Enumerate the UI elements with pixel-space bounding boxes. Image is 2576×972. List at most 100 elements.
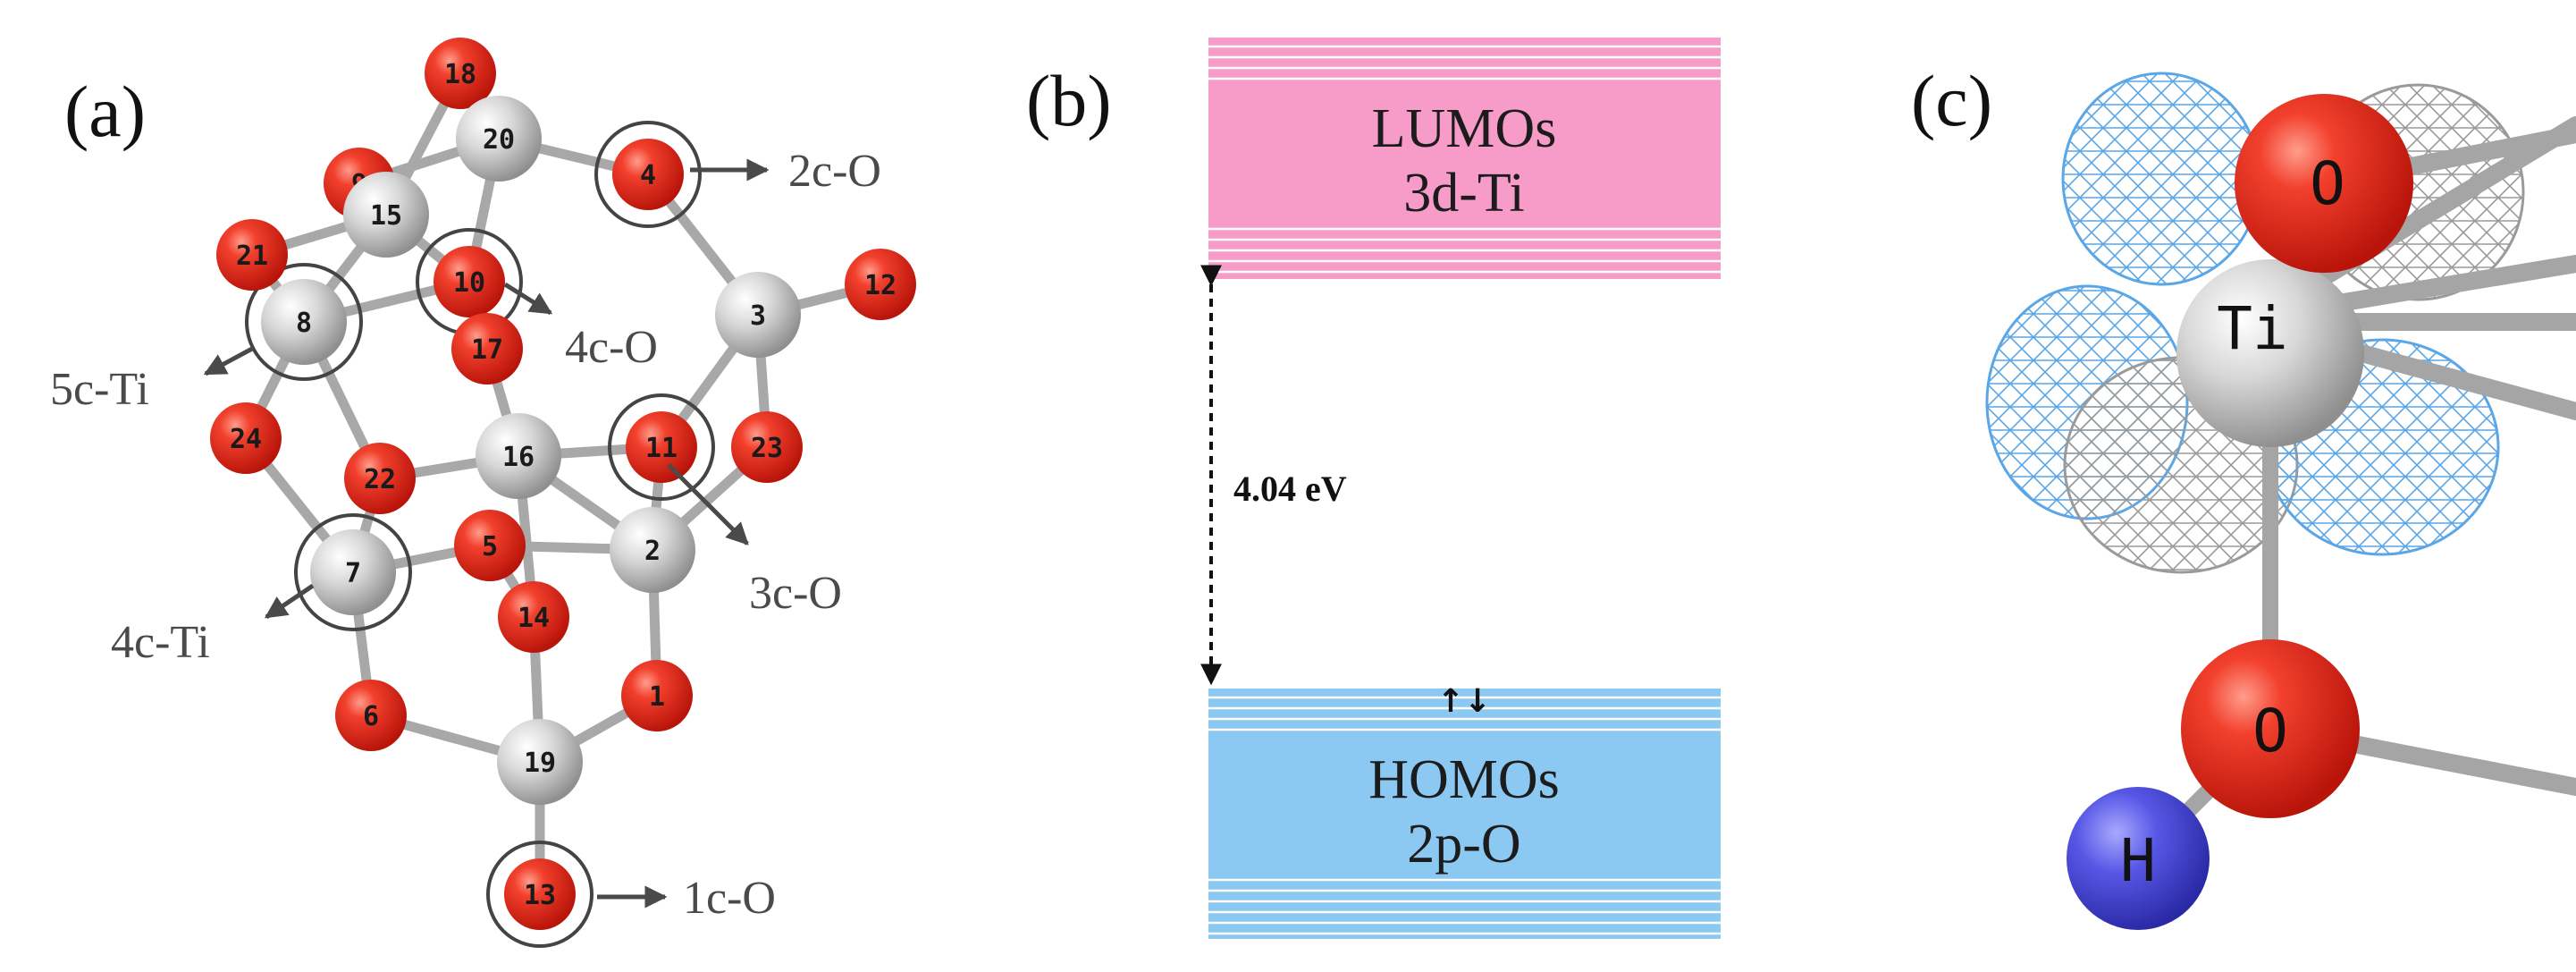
highlight-ring-8 — [245, 263, 363, 381]
ti-atom-sphere-7 — [310, 529, 396, 615]
atom-18: 18 — [425, 38, 496, 109]
arrow-5c-ti — [203, 346, 254, 376]
callout-5c-ti: 5c-Ti — [50, 364, 149, 415]
atom-number-17: 17 — [471, 334, 503, 366]
atom-number-2: 2 — [644, 536, 661, 567]
highlight-ring-13 — [486, 841, 593, 948]
atom-number-22: 22 — [364, 464, 396, 495]
atom-number-13: 13 — [524, 880, 556, 911]
atom-number-20: 20 — [483, 124, 515, 156]
o-atom-sphere-10 — [434, 246, 505, 317]
atom-number-14: 14 — [518, 603, 550, 634]
o-bottom-atom-sphere — [2181, 639, 2360, 818]
o-atom-sphere-21 — [216, 219, 288, 291]
highlight-ring-7 — [294, 513, 412, 631]
highlight-ring-4 — [594, 121, 702, 228]
atom-10: 10 — [434, 246, 505, 317]
homo-title: HOMOs — [1368, 749, 1560, 810]
cluster-atoms: 123456789101112131415161718192021222324 — [210, 38, 916, 930]
o-top-atom-sphere — [2235, 94, 2413, 273]
o-atom-sphere-12 — [845, 249, 916, 320]
atom-16: 16 — [476, 413, 561, 499]
highlight-ring-11 — [608, 393, 715, 501]
atom-20: 20 — [456, 96, 542, 182]
gap-label: 4.04 eV — [1233, 469, 1347, 509]
highlight-rings — [245, 121, 715, 948]
atom-number-11: 11 — [645, 433, 678, 464]
atom-number-23: 23 — [751, 433, 783, 464]
spin-pair-arrows: ↑↓ — [1437, 683, 1491, 720]
atom-number-19: 19 — [524, 748, 556, 779]
h-atom-sphere — [2067, 787, 2210, 930]
atom-number-16: 16 — [502, 442, 535, 473]
atom-number-5: 5 — [482, 531, 498, 562]
atom-24: 24 — [210, 402, 282, 474]
atom-number-18: 18 — [444, 59, 476, 90]
atom-23: 23 — [731, 411, 803, 483]
arrow-4c-o — [503, 282, 553, 316]
homo-subtitle: 2p-O — [1407, 814, 1520, 875]
o-atom-sphere-4 — [612, 139, 684, 210]
atom-number-24: 24 — [230, 424, 262, 455]
o-atom-sphere-18 — [425, 38, 496, 109]
callout-2c-o: 2c-O — [788, 146, 881, 197]
atom-4: 4 — [612, 139, 684, 210]
o-bottom-atom-label: O — [2252, 697, 2288, 765]
lumo-subtitle: 3d-Ti — [1403, 163, 1525, 224]
ti-atom-label: Ti — [2217, 294, 2287, 363]
atom-21: 21 — [216, 219, 288, 291]
callout-1c-o: 1c-O — [683, 873, 776, 924]
atom-14: 14 — [498, 581, 569, 653]
lumo-level-lines — [1208, 45, 1721, 274]
atom-8: 8 — [261, 279, 347, 365]
homo-level-lines — [1208, 696, 1721, 935]
ti-atom-sphere-15 — [343, 172, 429, 258]
atom-6: 6 — [335, 680, 407, 751]
o-top-atom-label: O — [2310, 149, 2345, 218]
ti-atom-sphere — [2176, 259, 2364, 447]
atom-number-8: 8 — [296, 308, 312, 339]
atom-11: 11 — [626, 411, 697, 483]
atom-15: 15 — [343, 172, 429, 258]
callout-4c-ti: 4c-Ti — [111, 617, 210, 668]
atom-number-15: 15 — [370, 200, 402, 232]
atom-number-3: 3 — [750, 300, 766, 332]
atom-3: 3 — [715, 272, 801, 358]
panel-c-label: (c) — [1911, 60, 1992, 141]
ti-atom-sphere-2 — [610, 507, 695, 593]
atom-22: 22 — [344, 443, 416, 514]
orbital-lobe-top-left — [2061, 72, 2261, 286]
o-atom-sphere-14 — [498, 581, 569, 653]
ti-atom-sphere-3 — [715, 272, 801, 358]
ti-atom-sphere-20 — [456, 96, 542, 182]
atom-19: 19 — [497, 719, 583, 805]
atom-7: 7 — [310, 529, 396, 615]
o-atom-sphere-11 — [626, 411, 697, 483]
atom-number-6: 6 — [363, 701, 379, 732]
callout-4c-o: 4c-O — [565, 322, 658, 373]
o-atom-sphere-6 — [335, 680, 407, 751]
o-atom-sphere-1 — [621, 660, 693, 731]
atom-number-1: 1 — [649, 681, 665, 713]
panel-a-label: (a) — [64, 71, 146, 152]
arrow-4c-ti — [264, 583, 315, 620]
o-atom-sphere-17 — [451, 313, 523, 385]
atom-1: 1 — [621, 660, 693, 731]
o-atom-sphere-13 — [504, 858, 576, 930]
atom-number-10: 10 — [453, 267, 485, 299]
o-atom-sphere-24 — [210, 402, 282, 474]
atom-2: 2 — [610, 507, 695, 593]
atom-13: 13 — [504, 858, 576, 930]
lumo-title: LUMOs — [1372, 98, 1557, 159]
atom-number-7: 7 — [345, 558, 361, 589]
panel-b-label: (b) — [1026, 60, 1112, 141]
callout-3c-o: 3c-O — [749, 568, 842, 619]
h-atom-label: H — [2120, 826, 2156, 895]
ti-atom-sphere-19 — [497, 719, 583, 805]
o-atom-sphere-22 — [344, 443, 416, 514]
arrow-3c-o — [667, 463, 749, 545]
atom-12: 12 — [845, 249, 916, 320]
ti-atom-sphere-16 — [476, 413, 561, 499]
atom-number-4: 4 — [640, 160, 656, 191]
atom-5: 5 — [454, 510, 526, 581]
